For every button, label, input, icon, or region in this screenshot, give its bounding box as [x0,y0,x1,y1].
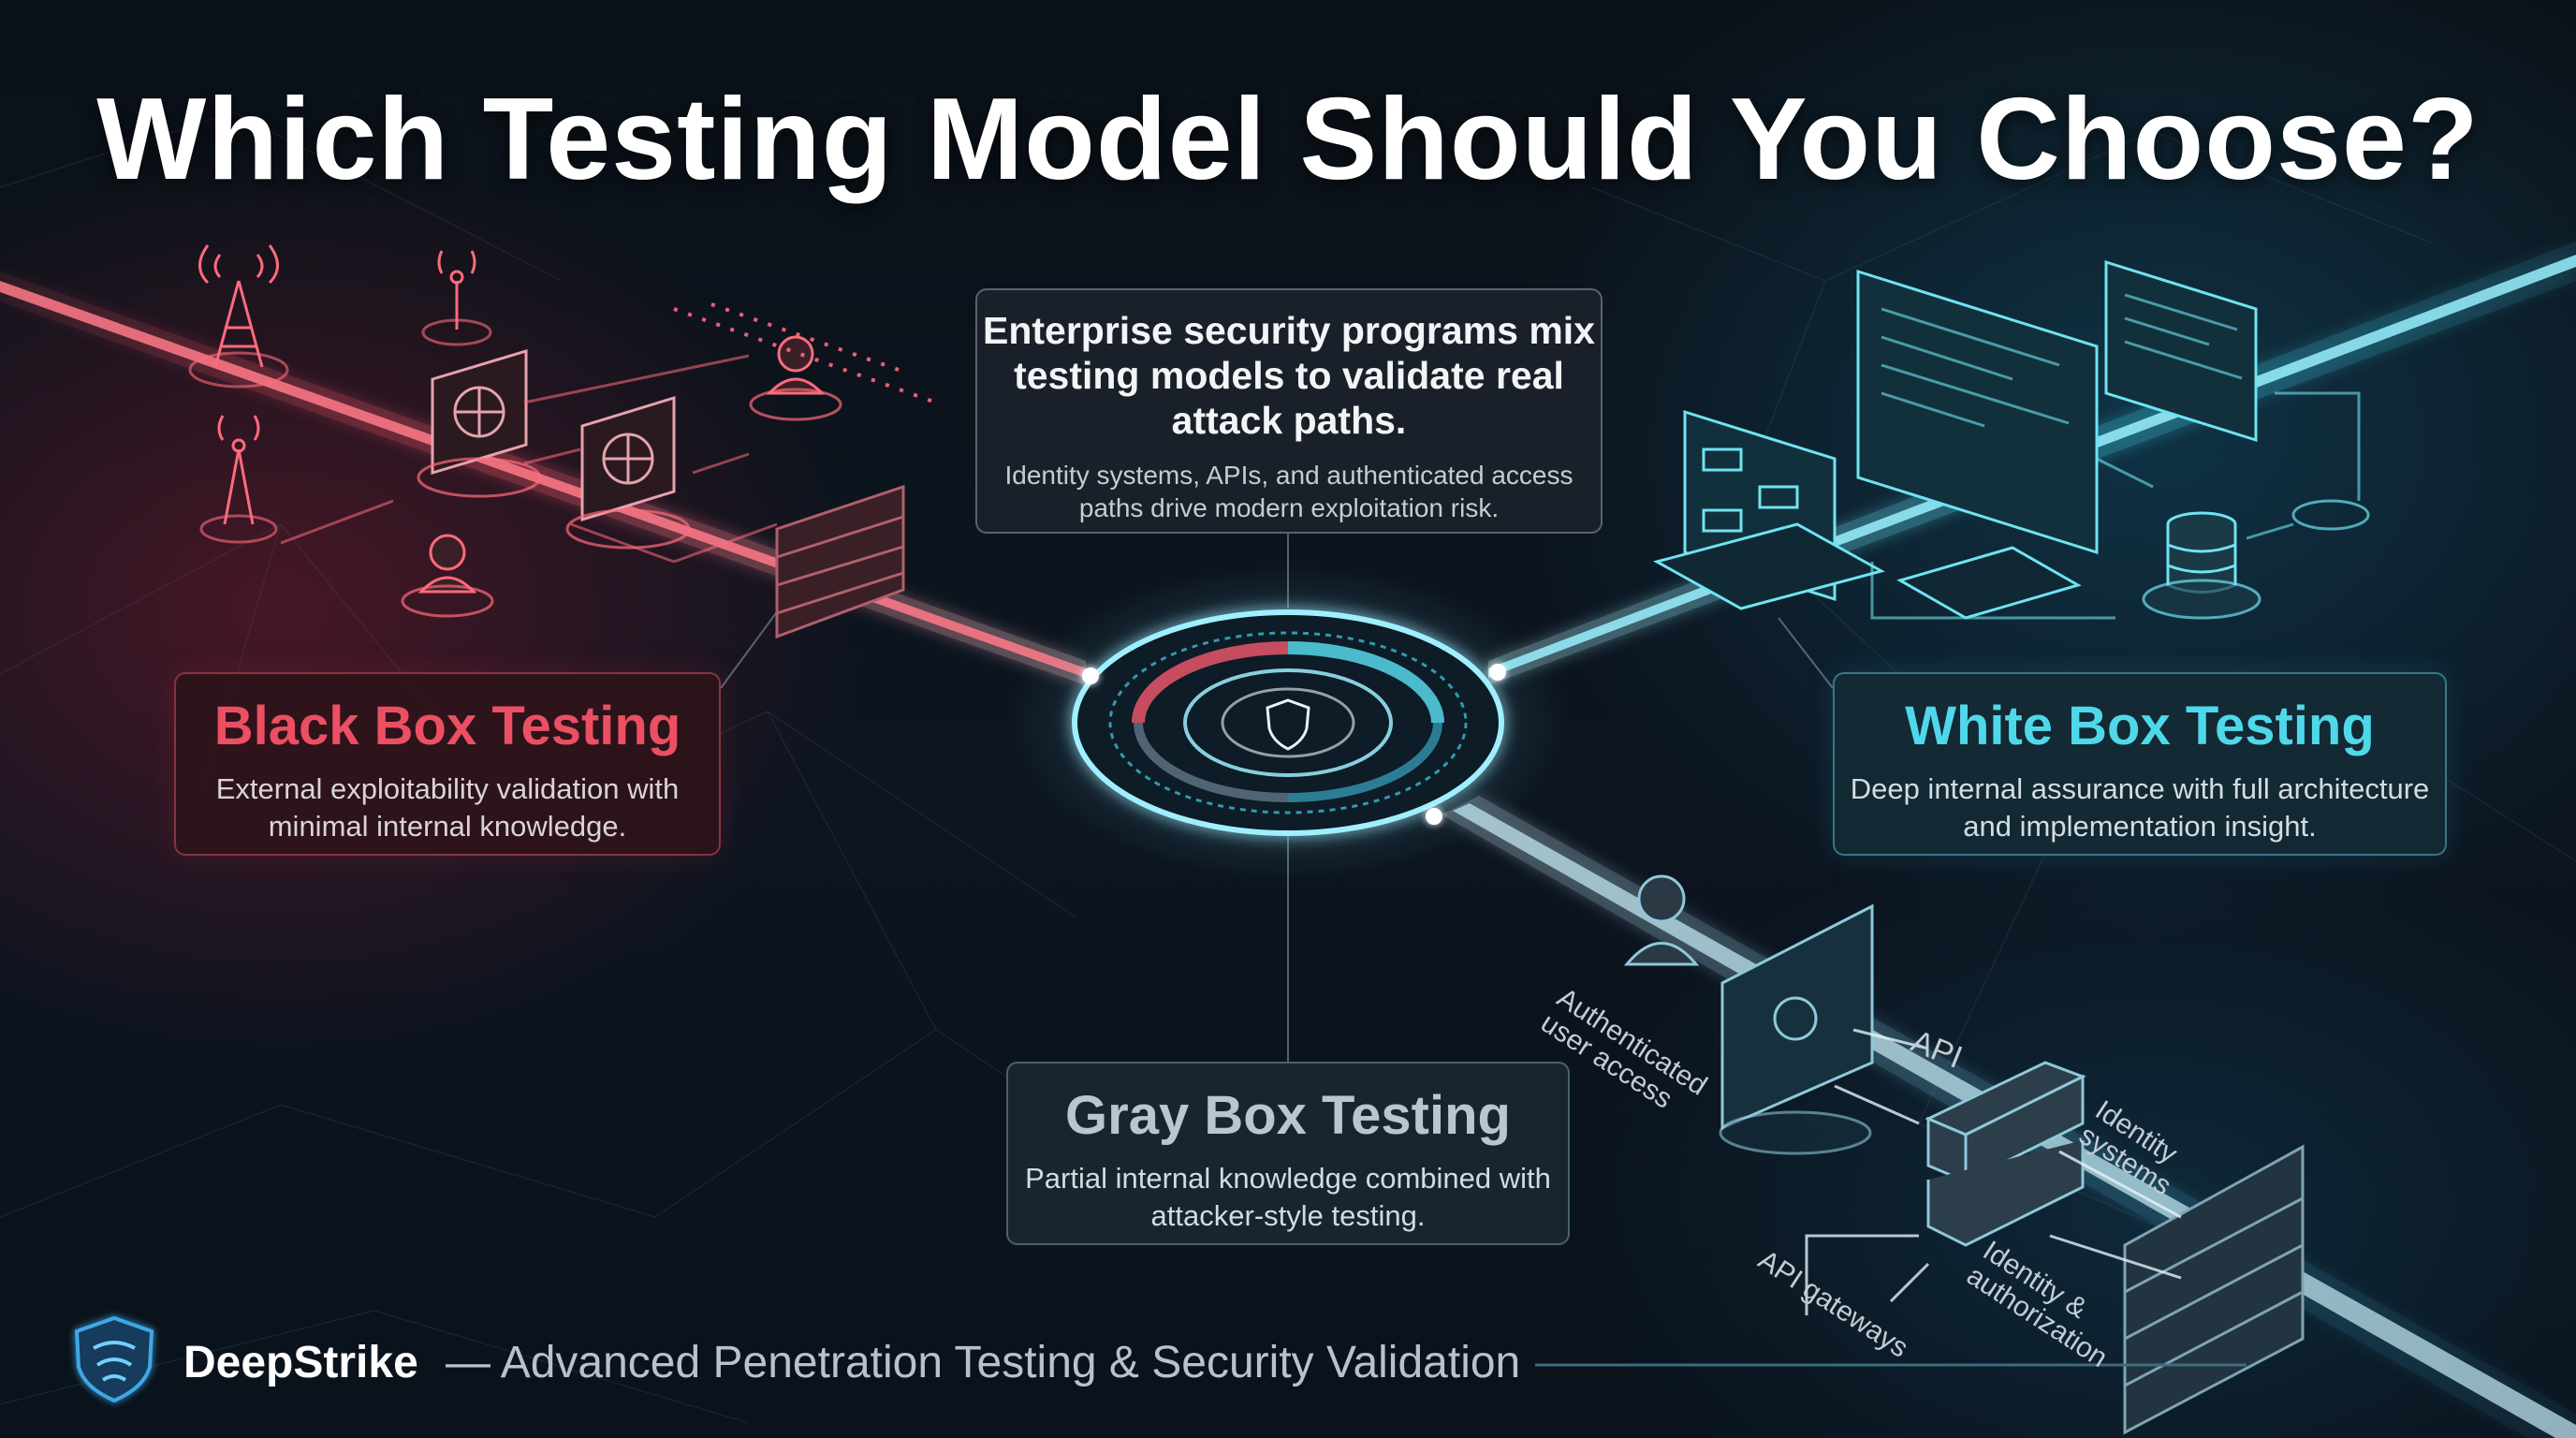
white-box-card: White Box Testing Deep internal assuranc… [1833,672,2447,856]
footer-tagline: — Advanced Penetration Testing & Securit… [446,1338,1521,1387]
shield-icon [1266,698,1310,751]
user-access-panel-icon [1719,903,1874,1155]
firewall-icon [2123,1144,2305,1435]
white-box-description: Deep internal assurance with full archit… [1850,772,2430,844]
gray-box-icons [1623,874,2305,1435]
code-window-icon [1856,269,2099,555]
center-summary-card: Enterprise security programs mix testing… [975,288,1603,534]
user-icon [1623,874,1700,966]
layered-platform-icon [1653,522,2082,620]
radio-tower-icon [188,244,289,389]
api-server-icon [1925,1061,2086,1247]
black-box-beam [0,271,1086,685]
antenna-icon [199,415,278,544]
firewall-icon [775,484,905,639]
web-browser-icon [417,348,542,498]
antenna-icon [421,250,492,346]
white-box-heading: White Box Testing [1905,696,2375,756]
white-box-icons [1653,259,2370,620]
black-box-description: External exploitability validation with … [215,772,680,844]
gray-box-card: Gray Box Testing Partial internal knowle… [1006,1062,1570,1245]
hacker-icon [401,534,494,618]
central-hub [1007,564,1569,882]
web-browser-icon [565,395,691,550]
gray-box-description: Partial internal knowledge combined with… [1025,1162,1551,1233]
black-box-card: Black Box Testing External exploitabilit… [174,672,721,856]
black-box-heading: Black Box Testing [213,696,681,756]
code-window-icon [2104,259,2258,443]
footer-brand: DeepStrike [183,1338,418,1387]
gray-box-heading: Gray Box Testing [1065,1085,1511,1146]
page-title: Which Testing Model Should You Choose? [96,75,2480,204]
center-card-heading: Enterprise security programs mix testing… [983,309,1595,442]
black-box-icons [188,244,937,639]
center-card-body: Identity systems, APIs, and authenticate… [1004,460,1573,522]
database-icon [2142,511,2261,620]
deepstrike-logo-icon [74,1315,154,1403]
hacker-icon [749,335,842,421]
